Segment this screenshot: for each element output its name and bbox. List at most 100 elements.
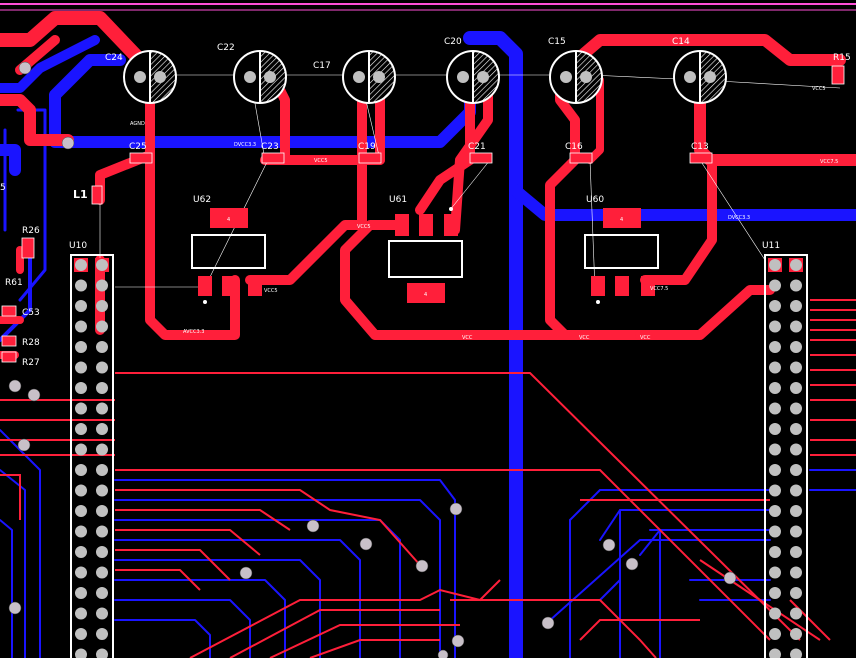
cap-c24[interactable]: [123, 50, 177, 104]
cap-c23[interactable]: [261, 152, 285, 164]
label-c23: C23: [261, 142, 279, 152]
resistor-r26[interactable]: [21, 237, 35, 259]
header-pin: [96, 607, 108, 620]
header-pin: [96, 423, 108, 435]
header-pin: [96, 443, 108, 456]
regulator-u62[interactable]: 4: [191, 208, 266, 304]
header-u11[interactable]: [764, 254, 808, 658]
header-pin: [96, 484, 108, 497]
header-pin: [769, 464, 781, 476]
pad-label: 4: [227, 217, 230, 223]
trace-vcc5-top[interactable]: [245, 195, 367, 285]
cap-c13[interactable]: [689, 152, 713, 164]
trace-vcc75-top[interactable]: [694, 74, 856, 166]
header-pin: [96, 525, 108, 538]
cap-c22[interactable]: [233, 50, 287, 104]
silkscreen-labels: C24 C22 C17 C20 C15 C14 R15 C25 C23 C19 …: [0, 37, 851, 368]
label-l1: L1: [73, 188, 88, 201]
header-pin: [96, 505, 108, 517]
label-c19: C19: [358, 142, 376, 152]
net-label: VCC7.5: [650, 286, 668, 292]
header-pin: [75, 423, 87, 435]
header-pin: [790, 628, 802, 640]
label-c16: C16: [565, 142, 583, 152]
header-pin: [75, 382, 87, 394]
header-pin: [75, 566, 87, 579]
cap-c19[interactable]: [358, 152, 382, 164]
header-pin: [96, 341, 108, 353]
inductor-l1[interactable]: [91, 185, 103, 205]
header-pin: [790, 382, 802, 394]
header-pin: [790, 505, 802, 517]
cap-c17[interactable]: [342, 50, 396, 104]
header-pin: [769, 423, 781, 435]
label-r26: R26: [22, 226, 40, 236]
trace-dvcc33-bottom[interactable]: [463, 31, 523, 658]
cap-c20[interactable]: [446, 50, 500, 104]
header-pin: [75, 607, 87, 620]
header-pin: [790, 279, 802, 292]
label-r15: R15: [833, 53, 851, 63]
cap-c14[interactable]: [673, 50, 727, 104]
header-pin: [769, 402, 781, 415]
pad-label: 4: [620, 217, 623, 223]
trace-vcc5-right[interactable]: [559, 34, 846, 76]
header-pin: [790, 402, 802, 415]
header-pin: [769, 484, 781, 497]
trace-avcc33-top[interactable]: [0, 11, 147, 67]
label-c53: C53: [22, 308, 40, 318]
header-pin: [790, 546, 802, 558]
header-pin: [96, 402, 108, 415]
label-r61: R61: [5, 278, 23, 288]
header-pin: [790, 607, 802, 620]
resistor-r15[interactable]: [831, 65, 845, 85]
header-pin: [96, 300, 108, 312]
label-u60: U60: [586, 195, 604, 205]
label-u10: U10: [69, 241, 87, 251]
header-pin: [790, 361, 802, 374]
header-pin: [75, 628, 87, 640]
header-pin: [96, 587, 108, 599]
trace-tvcc33-bottom[interactable]: [509, 184, 856, 221]
header-u10[interactable]: [70, 254, 114, 658]
trace-avcc33-regulator[interactable]: [145, 145, 240, 340]
header-pin: [96, 648, 108, 658]
net-label: VCC7.5: [820, 159, 838, 165]
label-r28: R28: [22, 338, 40, 348]
regulator-u60[interactable]: 4: [584, 208, 659, 304]
cap-c21[interactable]: [469, 152, 493, 164]
cap-c53[interactable]: [1, 305, 17, 317]
header-pin: [769, 546, 781, 558]
pad-label: 4: [424, 292, 427, 298]
resistor-r27[interactable]: [1, 351, 17, 363]
header-pin: [75, 525, 87, 538]
header-pin: [75, 546, 87, 558]
header-pin: [790, 300, 802, 312]
cap-c15[interactable]: [549, 50, 603, 104]
header-pin: [96, 382, 108, 394]
cap-c16[interactable]: [569, 152, 593, 164]
header-pin: [75, 341, 87, 353]
header-pin: [790, 423, 802, 435]
header-pin: [96, 320, 108, 333]
net-label: DVCC3.3: [234, 142, 256, 148]
header-pin: [769, 341, 781, 353]
label-u61: U61: [389, 195, 407, 205]
regulator-u61[interactable]: 4: [388, 207, 463, 303]
resistor-r28[interactable]: [1, 335, 17, 347]
net-label: VCC5: [812, 86, 826, 92]
header-pin: [769, 320, 781, 333]
cap-c25[interactable]: [129, 152, 153, 164]
header-pin: [790, 484, 802, 497]
label-c15: C15: [548, 37, 566, 47]
header-pin: [769, 443, 781, 456]
header-pin: [75, 443, 87, 456]
header-pin: [769, 566, 781, 579]
label-c21: C21: [468, 142, 486, 152]
header-pin: [790, 341, 802, 353]
trace-vcc-top[interactable]: [340, 220, 645, 340]
header-pin: [790, 587, 802, 599]
label-r27: R27: [22, 358, 40, 368]
